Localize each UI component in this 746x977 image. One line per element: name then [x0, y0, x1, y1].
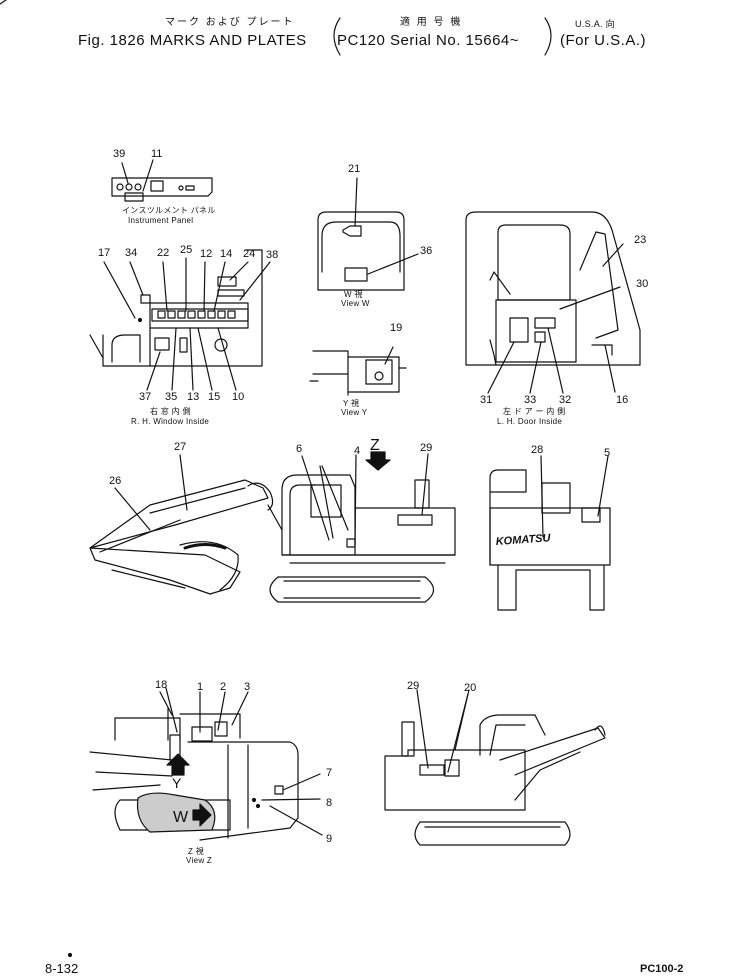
instrument-panel-caption-jp: インスツルメント パネル	[122, 206, 216, 215]
rh-window-caption: R. H. Window Inside	[131, 417, 210, 426]
lh-door-drawing	[465, 211, 641, 393]
callout-39: 39	[113, 148, 125, 160]
instrument-panel-drawing	[111, 159, 213, 202]
callout-17: 17	[98, 247, 110, 259]
right-paren	[544, 17, 552, 56]
callout-36: 36	[420, 245, 432, 257]
callout-16: 16	[616, 394, 628, 406]
callout-5: 5	[604, 447, 610, 459]
arrow-w-icon	[192, 803, 212, 827]
view-z-caption: View Z	[186, 856, 213, 865]
callout-30: 30	[636, 278, 648, 290]
arrow-y-icon	[166, 753, 190, 776]
view-z-drawing	[89, 687, 323, 841]
callout-3: 3	[244, 681, 250, 693]
callout-21: 21	[348, 163, 360, 175]
instrument-panel-caption: Instrument Panel	[128, 216, 194, 225]
callout-19: 19	[390, 322, 402, 334]
callout-18: 18	[155, 679, 167, 691]
callout-29: 29	[420, 442, 432, 454]
callout-38: 38	[266, 249, 278, 261]
serial-number: PC120 Serial No. 15664~	[337, 32, 520, 49]
view-z-caption-jp: Z 視	[188, 847, 205, 856]
callout-4: 4	[354, 445, 360, 457]
view-w-caption: View W	[341, 299, 370, 308]
callout-37: 37	[139, 391, 151, 403]
callout-10: 10	[232, 391, 244, 403]
lh-door-caption: L. H. Door Inside	[497, 417, 563, 426]
usa-japanese: U.S.A. 向	[575, 19, 615, 29]
callout-numbers: 1 2 3 4 5 6 7 8 9 10 11 12 13 14 15 16 1…	[98, 148, 648, 845]
callout-1: 1	[197, 681, 203, 693]
rh-window-caption-jp: 右 窓 内 側	[150, 407, 191, 416]
callout-32: 32	[559, 394, 571, 406]
callout-26: 26	[109, 475, 121, 487]
callout-27: 27	[174, 441, 186, 453]
callout-2: 2	[220, 681, 226, 693]
view-y-drawing	[309, 346, 407, 396]
rh-window-drawing	[89, 249, 263, 367]
leader-lines	[103, 257, 564, 751]
page-number: 8-132	[45, 961, 79, 976]
view-y-caption-jp: Y 視	[343, 399, 360, 408]
excavator-side-drawing	[89, 453, 456, 603]
view-w-caption-jp: W 視	[344, 290, 363, 299]
callout-25: 25	[180, 244, 192, 256]
callout-8: 8	[326, 797, 332, 809]
callout-34: 34	[125, 247, 137, 259]
lh-door-caption-jp: 左 ド ア ー 内 側	[503, 407, 566, 416]
rear-view-drawing	[489, 455, 611, 611]
arrow-w-label: W	[173, 809, 189, 826]
arrow-z-label: Z	[370, 437, 380, 454]
callout-22: 22	[157, 247, 169, 259]
callout-13: 13	[187, 391, 199, 403]
callout-29-lower: 29	[407, 680, 419, 692]
callout-15: 15	[208, 391, 220, 403]
left-paren	[333, 17, 341, 56]
callout-11: 11	[151, 148, 162, 160]
callout-7: 7	[326, 767, 332, 779]
applicable-japanese: 適 用 号 機	[400, 17, 463, 28]
callout-6: 6	[296, 443, 302, 455]
arrow-z-icon	[365, 451, 391, 471]
callout-9: 9	[326, 833, 332, 845]
for-usa: (For U.S.A.)	[560, 32, 647, 49]
callout-23: 23	[634, 234, 646, 246]
model-code: PC100-2	[640, 963, 684, 975]
callout-35: 35	[165, 391, 177, 403]
view-y-caption: View Y	[341, 408, 368, 417]
callout-33: 33	[524, 394, 536, 406]
callout-24: 24	[243, 248, 255, 260]
figure-title: Fig. 1826 MARKS AND PLATES	[78, 32, 307, 49]
arrow-y-label: Y	[172, 775, 182, 791]
excavator-rear-side-drawing	[384, 689, 606, 846]
view-w-drawing	[317, 177, 419, 291]
callout-28: 28	[531, 444, 543, 456]
callout-14: 14	[220, 248, 232, 260]
callout-31: 31	[480, 394, 492, 406]
title-japanese: マーク および プレート	[165, 17, 295, 28]
callout-12: 12	[200, 248, 212, 260]
callout-20: 20	[464, 682, 476, 694]
brand-label: KOMATSU	[495, 532, 552, 548]
